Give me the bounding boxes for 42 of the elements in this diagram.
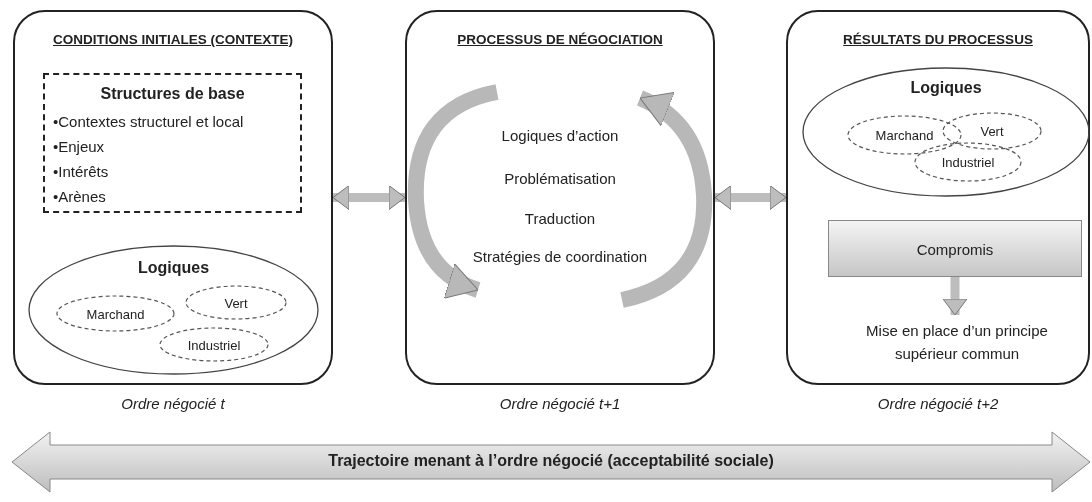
bullet-item: •Arènes [53, 188, 106, 205]
ellipse [802, 67, 1090, 197]
panel-heading: RÉSULTATS DU PROCESSUS [843, 32, 1033, 47]
process-box [828, 220, 1082, 277]
dashed-box [43, 73, 302, 213]
panel [13, 10, 333, 385]
item-text: Logiques d’action [501, 127, 619, 144]
box-heading: Logiques [910, 79, 982, 97]
node-label: Marchand [874, 127, 935, 143]
panel [786, 10, 1090, 385]
box-heading: Logiques [137, 259, 210, 277]
node-label: Ordre négocié t+1 [499, 395, 621, 412]
bullet-item: •Intérêts [53, 163, 109, 180]
node-label: Ordre négocié t+2 [877, 395, 999, 412]
node-label: Industriel [940, 154, 996, 170]
dashed-ellipse [847, 115, 962, 155]
node-label: Marchand [85, 306, 146, 321]
bullet-item: •Enjeux [53, 138, 105, 155]
arrow [332, 185, 406, 210]
node-label: Vert [223, 295, 249, 310]
arrow-label: Trajectoire menant à l’ordre négocié (acceptabilité sociale) [328, 452, 774, 470]
dashed-ellipse [185, 285, 287, 320]
node-label: Ordre négocié t [121, 395, 225, 412]
dashed-ellipse [914, 142, 1022, 182]
node-label: Mise en place d’un principe supérieur commun [865, 320, 1049, 364]
item-text: Stratégies de coordination [472, 248, 648, 265]
dashed-ellipse [159, 327, 269, 362]
item-text: Problématisation [504, 170, 616, 187]
dashed-ellipse [56, 295, 175, 332]
panel [405, 10, 715, 385]
bullet-item: •Contextes structurel et local [53, 113, 244, 130]
box-heading: Structures de base [100, 85, 245, 103]
arrow [714, 185, 787, 210]
dashed-ellipse [942, 112, 1042, 150]
panel-heading: PROCESSUS DE NÉGOCIATION [457, 32, 663, 47]
panel-heading: CONDITIONS INITIALES (CONTEXTE) [53, 32, 293, 47]
arrow [942, 275, 968, 316]
node-label: Vert [979, 123, 1005, 139]
node-label: Compromis [915, 240, 995, 257]
item-text: Traduction [524, 210, 596, 227]
node-label: Industriel [186, 337, 242, 352]
ellipse [28, 245, 319, 375]
